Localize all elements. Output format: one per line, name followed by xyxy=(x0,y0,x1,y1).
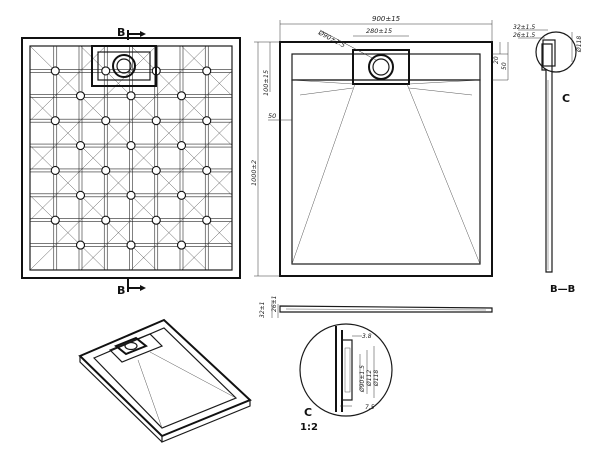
support-boss xyxy=(75,141,86,151)
support-boss xyxy=(50,165,60,175)
dim-thickness-inner: 26±1 xyxy=(271,296,278,312)
rib xyxy=(30,195,106,270)
iso-front-edge xyxy=(161,400,251,443)
drain-housing-inner xyxy=(97,51,151,81)
support-boss xyxy=(75,190,86,200)
support-boss xyxy=(176,240,187,250)
tray-basin xyxy=(291,79,481,265)
dim-detail-26: 26±1.5 xyxy=(513,32,535,39)
drain-outlet-inner xyxy=(116,58,132,74)
detail-wall xyxy=(335,326,343,412)
rib xyxy=(181,46,232,97)
iso-left-edge xyxy=(79,356,163,443)
dim-detail-118: Ø118 xyxy=(576,36,583,53)
dim-top-offset: 100±15 xyxy=(262,70,270,96)
support-boss xyxy=(126,240,136,250)
support-boss xyxy=(202,165,212,175)
section-view-label: B—B xyxy=(550,284,575,295)
drain-box xyxy=(352,49,410,85)
rib xyxy=(30,46,106,121)
dim-left-offset: 50 xyxy=(268,112,276,120)
support-boss xyxy=(50,215,60,225)
drain-hole-inner xyxy=(372,58,390,76)
iso-drain-box xyxy=(114,336,148,356)
support-boss xyxy=(202,66,212,76)
support-boss xyxy=(126,91,136,101)
rib xyxy=(130,46,232,146)
dim-thickness-outer: 32±1 xyxy=(259,302,266,318)
support-boss xyxy=(101,116,111,126)
dim-zoom-d90: Ø90±1.5 xyxy=(359,365,366,393)
dim-zoom-d118: Ø118 xyxy=(373,370,380,387)
dim-height: 1000±2 xyxy=(250,160,258,186)
drain-outlet xyxy=(112,54,136,78)
detail-scale: 1:2 xyxy=(300,422,318,433)
dim-drain-diameter: Ø90±1.5 xyxy=(316,28,346,49)
detail-letter: C xyxy=(562,92,570,105)
rib xyxy=(181,219,232,270)
support-boss xyxy=(50,116,60,126)
section-arrow-top xyxy=(140,31,146,37)
isometric-view xyxy=(78,318,252,443)
dim-drain-width: 280±15 xyxy=(366,27,392,35)
detail-c-circle xyxy=(535,31,577,73)
bottom-view: B B xyxy=(21,26,241,297)
drain-housing xyxy=(91,45,157,87)
support-boss xyxy=(101,215,111,225)
detail-callout: C xyxy=(304,406,312,419)
tray-outline xyxy=(279,41,493,277)
drain-channel xyxy=(291,53,481,81)
detail-drain-body xyxy=(341,339,353,401)
support-boss xyxy=(75,91,86,101)
dim-zoom-38: 3.8 xyxy=(362,333,372,340)
bottom-view-outline xyxy=(21,37,241,279)
support-boss xyxy=(101,165,111,175)
support-boss xyxy=(176,91,187,101)
support-boss xyxy=(151,165,161,175)
support-boss xyxy=(126,190,136,200)
dim-zoom-75: 7.5 xyxy=(365,404,375,411)
detail-zoom-circle xyxy=(299,323,393,417)
section-b-b: 32±1.5 26±1.5 Ø118 C B—B xyxy=(513,24,583,295)
dim-overall-width: 900±15 xyxy=(372,15,401,23)
support-bosses xyxy=(50,66,212,250)
support-boss xyxy=(202,215,212,225)
rib-grid xyxy=(30,46,232,270)
dim-right-20: 20 xyxy=(493,56,500,64)
dim-detail-32: 32±1.5 xyxy=(513,24,535,31)
section-arrow-bottom xyxy=(140,285,146,291)
support-boss xyxy=(176,141,187,151)
detail-c-zoom: 3.8 Ø90±1.5 Ø112 Ø118 7.5 C 1:2 xyxy=(299,323,393,433)
support-boss xyxy=(50,66,60,76)
dim-zoom-d112: Ø112 xyxy=(366,370,373,387)
support-boss xyxy=(101,66,111,76)
dim-right-50: 50 xyxy=(501,62,508,70)
support-boss xyxy=(151,215,161,225)
support-boss xyxy=(75,240,86,250)
iso-basin xyxy=(92,327,238,429)
top-view: 900±15 280±15 Ø90±1.5 1000±2 100±15 50 2… xyxy=(250,15,509,277)
side-profile: 32±1 26±1 xyxy=(259,296,493,318)
drain-hole xyxy=(368,54,394,80)
section-drain-box xyxy=(542,39,556,67)
section-mark-bottom: B xyxy=(117,284,125,297)
section-mark-top: B xyxy=(117,26,125,39)
section-profile xyxy=(541,43,553,273)
support-boss xyxy=(151,116,161,126)
iso-drain-hole xyxy=(124,341,138,351)
rib xyxy=(80,120,232,270)
side-profile-outline xyxy=(279,305,493,313)
support-boss xyxy=(176,190,187,200)
rib xyxy=(130,170,232,270)
support-boss xyxy=(126,141,136,151)
support-boss xyxy=(202,116,212,126)
iso-top-face xyxy=(78,318,252,438)
